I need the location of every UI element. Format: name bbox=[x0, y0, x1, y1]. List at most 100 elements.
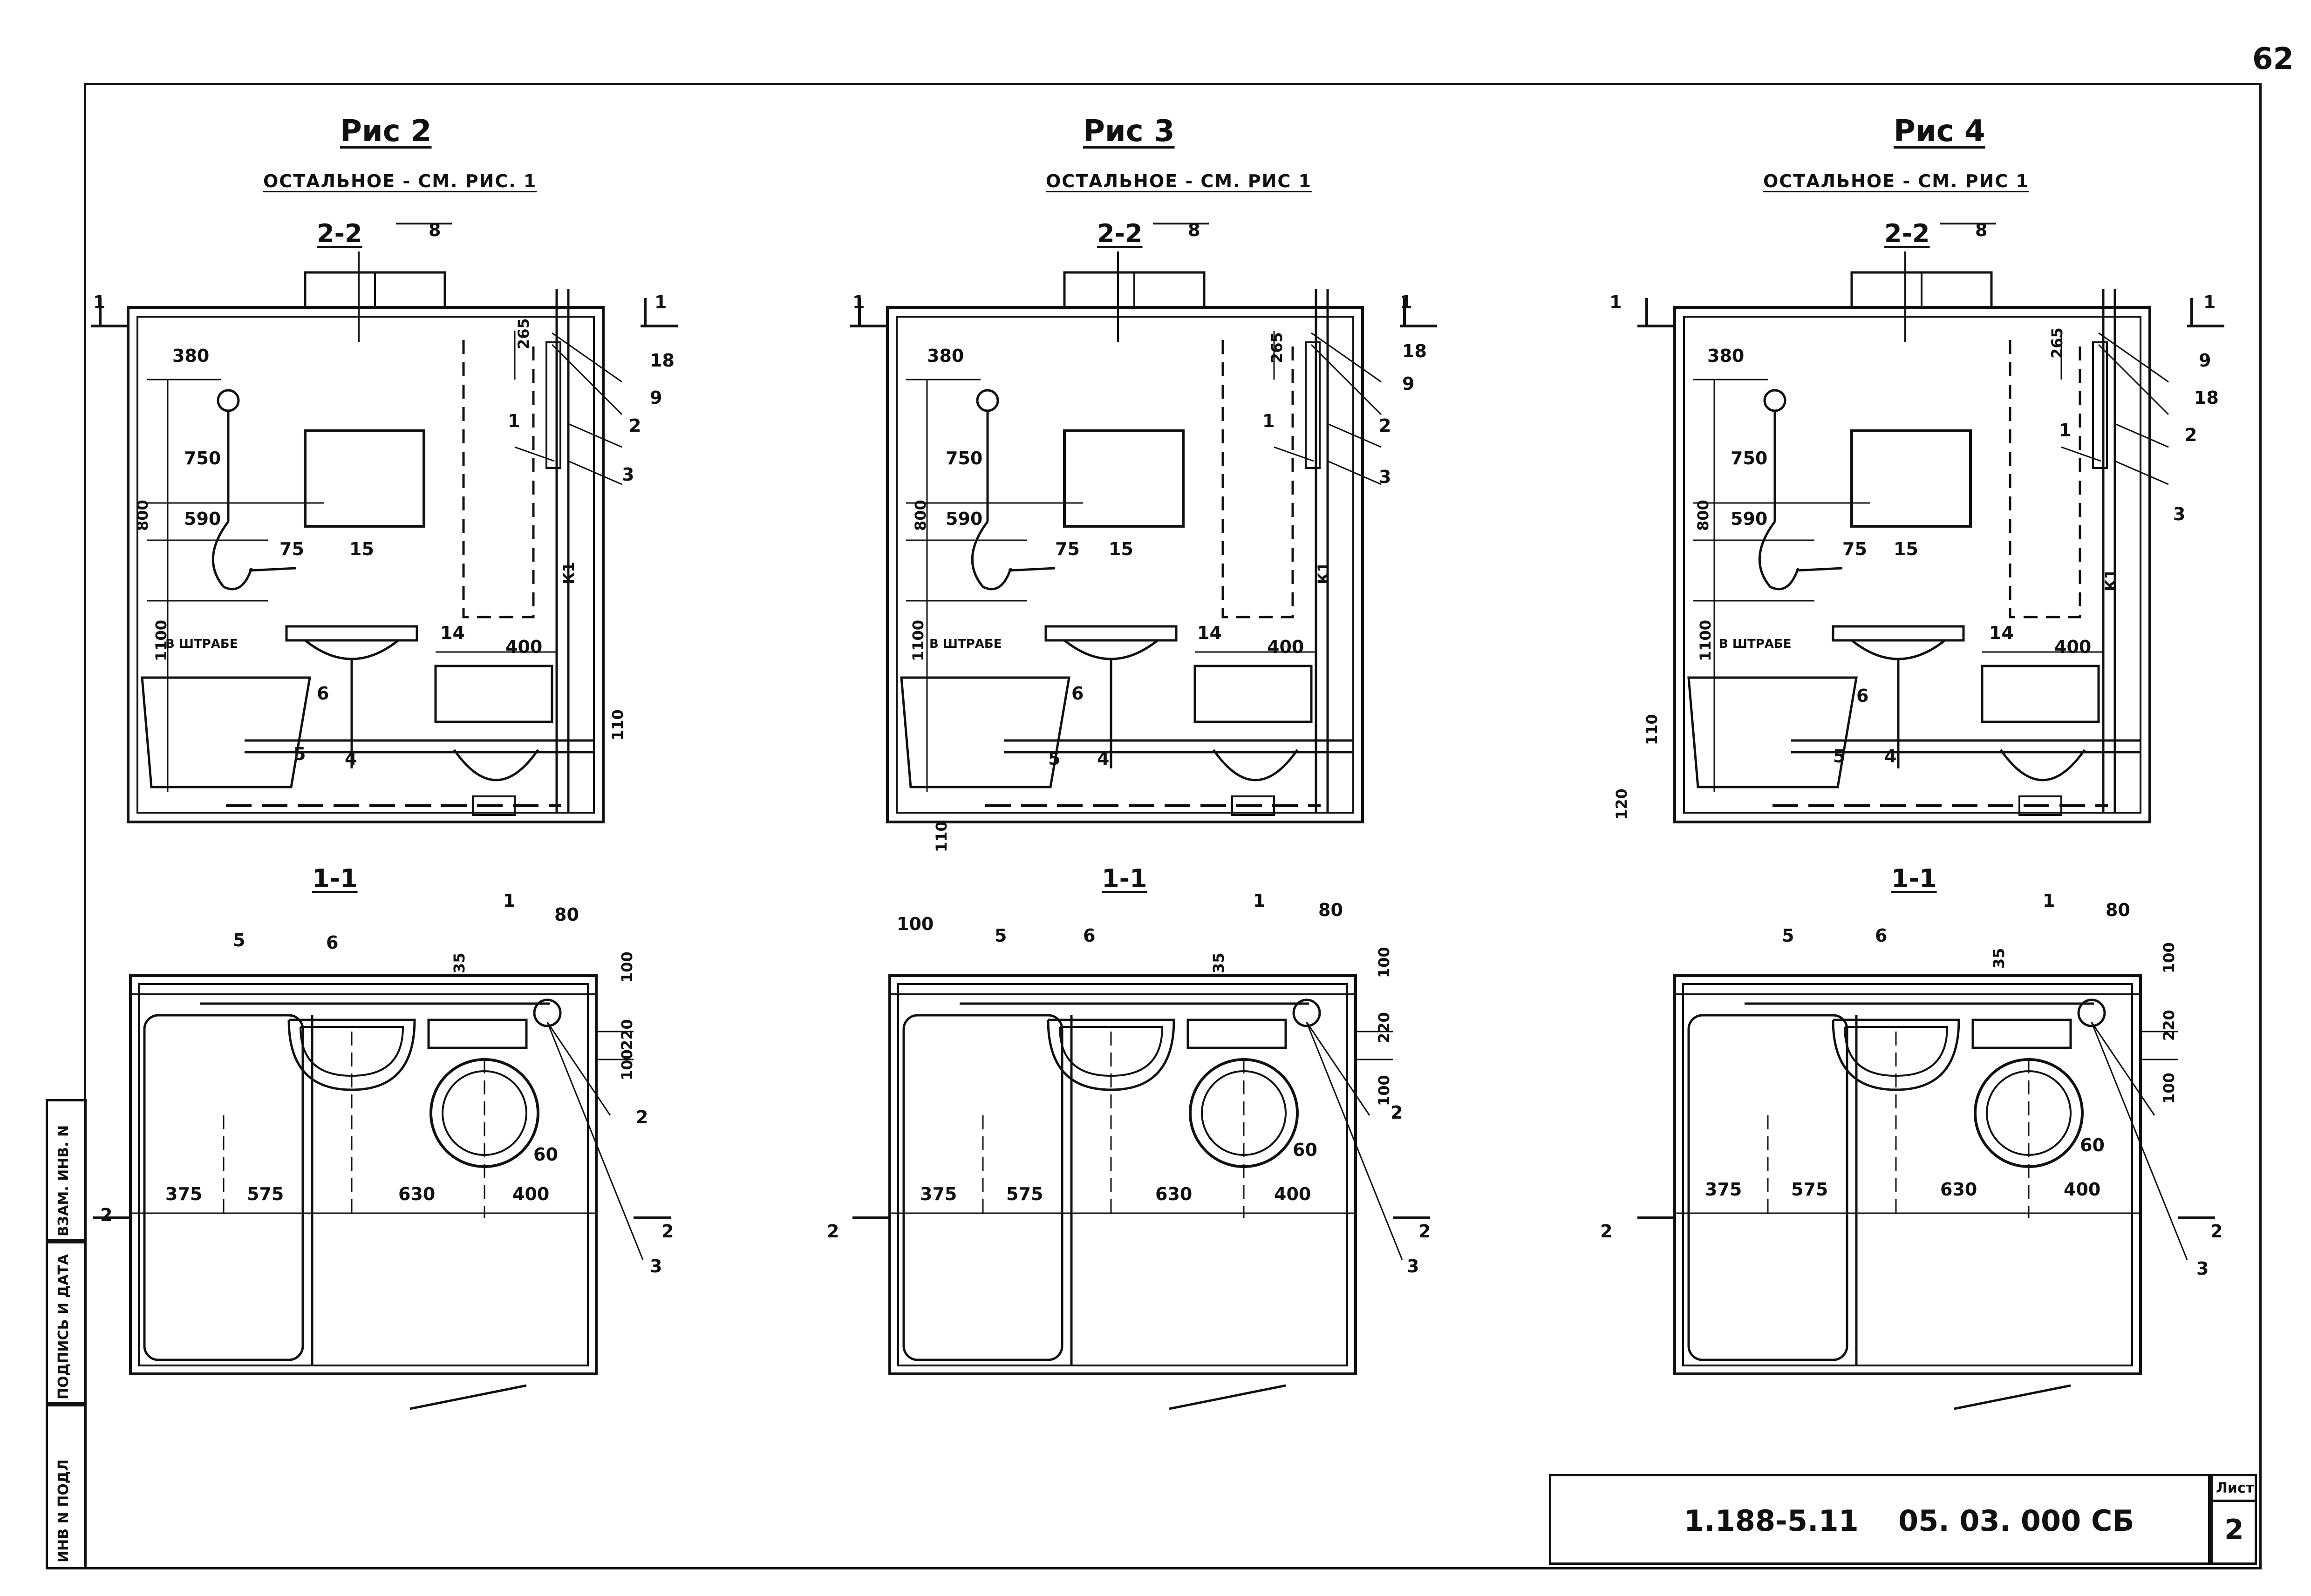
fig4-title: Рис 4 bbox=[1894, 114, 1985, 149]
fig4-lead-1: 1 bbox=[2059, 420, 2072, 441]
fig4-plan-100b: 100 bbox=[2160, 1073, 2178, 1104]
fig4-subtitle: ОСТАЛЬНОЕ - СМ. РИС 1 bbox=[1763, 171, 2029, 191]
fig4-cut-mark-1-right: 1 bbox=[2203, 292, 2216, 312]
fig3-plan-630: 630 bbox=[1155, 1184, 1193, 1204]
fig4-plan-lead-6: 6 bbox=[1875, 925, 1888, 946]
fig4-plan-100a: 100 bbox=[2160, 942, 2178, 973]
fig2-dim-400: 400 bbox=[505, 637, 543, 657]
fig3-elevation-drawing bbox=[850, 251, 1437, 822]
fig3-dim-1100: 1100 bbox=[909, 619, 927, 661]
fig2-cut-mark-2-right: 2 bbox=[661, 1221, 674, 1242]
fig2-dim-15: 15 bbox=[349, 539, 374, 559]
fig2-plan-575: 575 bbox=[247, 1184, 284, 1204]
fig4-dim-380: 380 bbox=[1707, 346, 1745, 366]
fig4-lead-14: 14 bbox=[1989, 623, 2014, 643]
fig4-dim-400: 400 bbox=[2054, 637, 2092, 657]
fig3-lead-18: 18 bbox=[1402, 341, 1427, 361]
fig2-plan-220: 220 bbox=[618, 1019, 636, 1050]
fig3-plan-100-top: 100 bbox=[897, 914, 934, 934]
sheet-label: Лист bbox=[2216, 1480, 2254, 1496]
fig2-cut-mark-2-left: 2 bbox=[100, 1205, 113, 1225]
page-number: 62 bbox=[2252, 42, 2294, 76]
fig3-lead-3: 3 bbox=[1379, 467, 1391, 487]
side-cell-signature: ПОДПИСЬ И ДАТА bbox=[46, 1239, 87, 1406]
fig2-plan-400: 400 bbox=[512, 1184, 550, 1204]
fig3-lead-14: 14 bbox=[1197, 623, 1222, 643]
fig3-lead-4: 4 bbox=[1097, 748, 1110, 769]
fig2-plan-60: 60 bbox=[533, 1144, 558, 1165]
fig4-section-plan: 1-1 bbox=[1891, 864, 1937, 893]
fig3-cut-mark-2-right: 2 bbox=[1418, 1221, 1431, 1242]
fig3-lead-5: 5 bbox=[1048, 748, 1061, 769]
fig3-section-plan: 1-1 bbox=[1102, 864, 1147, 893]
fig2-lead-8: 8 bbox=[429, 220, 441, 240]
fig2-plan-375: 375 bbox=[165, 1184, 203, 1204]
fig2-elevation-drawing bbox=[91, 251, 678, 822]
fig2-plan-lead-6: 6 bbox=[326, 932, 339, 953]
fig4-lead-18: 18 bbox=[2194, 387, 2219, 408]
fig3-plan-60: 60 bbox=[1293, 1140, 1317, 1160]
fig4-dim-15: 15 bbox=[1894, 539, 1918, 559]
title-block-main bbox=[1549, 1474, 2210, 1565]
fig4-cut-mark-1-left: 1 bbox=[1609, 292, 1622, 312]
fig2-lead-5: 5 bbox=[293, 744, 306, 764]
fig2-lead-6: 6 bbox=[317, 683, 329, 704]
fig2-dim-380: 380 bbox=[172, 346, 210, 366]
fig2-plan-lead-3: 3 bbox=[650, 1256, 662, 1277]
fig2-lead-18: 18 bbox=[650, 350, 675, 371]
fig4-dim-120: 120 bbox=[1613, 788, 1630, 820]
fig3-plan-80: 80 bbox=[1318, 900, 1343, 920]
fig2-cut-mark-1-right: 1 bbox=[654, 292, 667, 312]
fig2-lead-2: 2 bbox=[629, 415, 641, 436]
fig4-plan-400: 400 bbox=[2064, 1179, 2101, 1200]
drawing-frame bbox=[84, 83, 2262, 1569]
fig3-dim-75: 75 bbox=[1055, 539, 1080, 559]
fig3-plan-220: 220 bbox=[1375, 1012, 1393, 1043]
sheet-cell bbox=[2210, 1474, 2257, 1565]
fig4-riser: К1 bbox=[2102, 569, 2120, 591]
fig2-dim-265: 265 bbox=[515, 318, 532, 349]
fig2-subtitle: ОСТАЛЬНОЕ - СМ. РИС. 1 bbox=[263, 171, 537, 191]
fig3-plan-lead-1: 1 bbox=[1253, 890, 1266, 911]
fig3-lead-6: 6 bbox=[1071, 683, 1084, 704]
fig3-plan-400: 400 bbox=[1274, 1184, 1311, 1204]
fig4-dim-590: 590 bbox=[1731, 509, 1768, 529]
fig3-lead-2: 2 bbox=[1379, 415, 1391, 436]
fig3-in-chase: В ШТРАБЕ bbox=[929, 637, 1002, 651]
fig4-dim-110: 110 bbox=[1643, 714, 1661, 745]
fig4-plan-60: 60 bbox=[2080, 1135, 2105, 1155]
fig3-dim-750: 750 bbox=[946, 448, 983, 469]
fig4-plan-575: 575 bbox=[1791, 1179, 1828, 1200]
fig2-plan-lead-5: 5 bbox=[233, 930, 245, 951]
fig4-in-chase: В ШТРАБЕ bbox=[1719, 637, 1792, 651]
fig2-plan-lead-2: 2 bbox=[636, 1107, 648, 1127]
fig3-dim-590: 590 bbox=[946, 509, 983, 529]
fig3-subtitle: ОСТАЛЬНОЕ - СМ. РИС 1 bbox=[1046, 171, 1312, 191]
sheet-divider bbox=[2210, 1500, 2255, 1502]
fig4-lead-2: 2 bbox=[2185, 425, 2197, 445]
fig2-lead-4: 4 bbox=[345, 748, 357, 769]
fig3-title: Рис 3 bbox=[1083, 114, 1175, 149]
fig2-plan-100a: 100 bbox=[618, 951, 636, 983]
fig2-dim-590: 590 bbox=[184, 509, 221, 529]
fig3-plan-lead-6: 6 bbox=[1083, 925, 1096, 946]
fig3-plan-lead-2: 2 bbox=[1391, 1102, 1403, 1123]
fig2-in-chase: В ШТРАБЕ bbox=[165, 637, 238, 651]
fig4-lead-6: 6 bbox=[1856, 686, 1869, 706]
fig2-section-plan: 1-1 bbox=[312, 864, 358, 893]
fig4-plan-35: 35 bbox=[1990, 948, 2008, 969]
fig4-plan-lead-3: 3 bbox=[2196, 1258, 2209, 1279]
fig3-plan-35: 35 bbox=[1210, 952, 1227, 973]
fig3-plan-375: 375 bbox=[920, 1184, 957, 1204]
fig2-title: Рис 2 bbox=[340, 114, 432, 149]
fig3-lead-8: 8 bbox=[1188, 220, 1200, 240]
fig2-dim-110: 110 bbox=[609, 709, 627, 740]
drawing-code: 05. 03. 000 СБ bbox=[1898, 1504, 2134, 1538]
fig2-cut-mark-1-left: 1 bbox=[93, 292, 106, 312]
designation: 1.188-5.11 bbox=[1684, 1504, 1859, 1538]
fig2-dim-800: 800 bbox=[134, 500, 151, 531]
fig2-riser: К1 bbox=[560, 562, 578, 584]
side-cell-vzam: ВЗАМ. ИНВ. N bbox=[46, 1099, 87, 1243]
title-block: 1.188-5.11 05. 03. 000 СБ Лист 2 bbox=[1549, 1474, 2257, 1565]
